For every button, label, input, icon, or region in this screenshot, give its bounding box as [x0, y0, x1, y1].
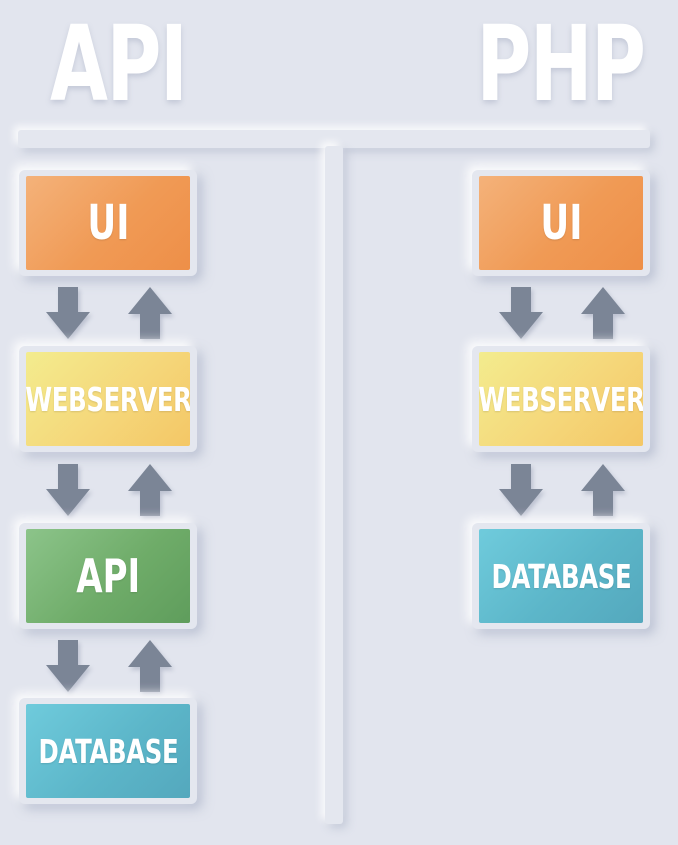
right-database-to-webserver-arrow-up-icon: [581, 464, 625, 516]
right-webserver-label: WEBSERVER: [479, 379, 643, 419]
left-webserver-label: WEBSERVER: [26, 379, 190, 419]
right-webserver-to-database-arrow-down-icon: [499, 464, 543, 516]
left-ui-to-webserver-arrow-down-icon: [46, 287, 90, 339]
horizontal-divider: [18, 130, 650, 148]
left-ui-label: UI: [86, 195, 130, 251]
left-webserver-to-ui-arrow-up-icon: [128, 287, 172, 339]
left-api-to-database-arrow-down-icon: [46, 640, 90, 692]
left-webserver-box: WEBSERVER: [19, 346, 197, 452]
right-ui-label: UI: [539, 195, 583, 251]
left-ui-box: UI: [19, 170, 197, 276]
right-webserver-to-ui-arrow-up-icon: [581, 287, 625, 339]
right-webserver-box: WEBSERVER: [472, 346, 650, 452]
left-database-box: DATABASE: [19, 698, 197, 804]
left-database-label: DATABASE: [38, 731, 178, 771]
right-ui-to-webserver-arrow-down-icon: [499, 287, 543, 339]
vertical-divider: [325, 146, 343, 824]
right-heading: PHP: [475, 3, 646, 125]
left-webserver-to-api-arrow-down-icon: [46, 464, 90, 516]
right-database-box: DATABASE: [472, 523, 650, 629]
right-ui-box: UI: [472, 170, 650, 276]
right-database-label: DATABASE: [491, 556, 631, 596]
left-database-to-api-arrow-up-icon: [128, 640, 172, 692]
left-api-to-webserver-arrow-up-icon: [128, 464, 172, 516]
left-api-box: API: [19, 523, 197, 629]
left-api-label: API: [76, 549, 140, 603]
left-heading: API: [50, 3, 188, 125]
